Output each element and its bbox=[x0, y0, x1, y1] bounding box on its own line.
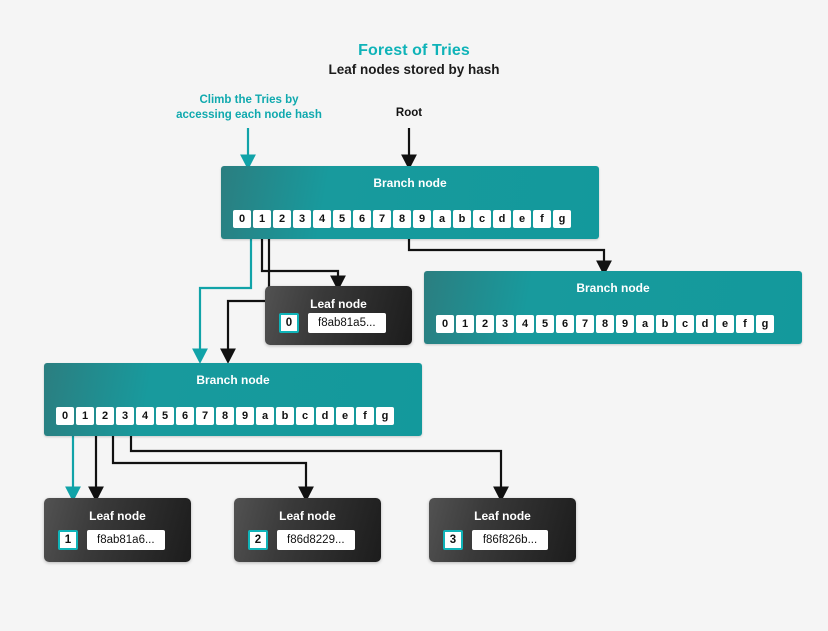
leaf-node-label: Leaf node bbox=[474, 509, 531, 523]
leaf-index-box[interactable]: 2 bbox=[248, 530, 268, 550]
branch-cell[interactable]: 7 bbox=[196, 407, 214, 425]
branch-cells-left: 0 1 2 3 4 5 6 7 8 9 a b c d e f g bbox=[56, 407, 394, 425]
page-title: Forest of Tries bbox=[358, 42, 470, 59]
branch-cell[interactable]: c bbox=[676, 315, 694, 333]
branch-cell[interactable]: g bbox=[376, 407, 394, 425]
leaf-node-row: 1 f8ab81a6... bbox=[58, 530, 165, 550]
leaf-node-1[interactable]: Leaf node 1 f8ab81a6... bbox=[44, 498, 191, 562]
branch-cell[interactable]: g bbox=[756, 315, 774, 333]
branch-cell[interactable]: 5 bbox=[536, 315, 554, 333]
leaf-node-2[interactable]: Leaf node 2 f86d8229... bbox=[234, 498, 381, 562]
branch-cell[interactable]: 9 bbox=[413, 210, 431, 228]
branch-cell[interactable]: b bbox=[453, 210, 471, 228]
branch-cell[interactable]: 3 bbox=[116, 407, 134, 425]
branch-cell[interactable]: 1 bbox=[76, 407, 94, 425]
branch-cell[interactable]: 2 bbox=[96, 407, 114, 425]
leaf-node-label: Leaf node bbox=[310, 297, 367, 311]
branch-cell[interactable]: 9 bbox=[236, 407, 254, 425]
branch-cell[interactable]: a bbox=[433, 210, 451, 228]
branch-cell[interactable]: c bbox=[473, 210, 491, 228]
leaf-hash-value[interactable]: f8ab81a6... bbox=[87, 530, 165, 550]
branch-cell[interactable]: 2 bbox=[476, 315, 494, 333]
wire-root1-to-left-branch bbox=[220, 224, 271, 364]
branch-cell[interactable]: 0 bbox=[233, 210, 251, 228]
leaf-node-row: 2 f86d8229... bbox=[248, 530, 355, 550]
branch-cell[interactable]: 0 bbox=[436, 315, 454, 333]
annotation-climb-the-tries: Climb the Tries by accessing each node h… bbox=[176, 94, 322, 121]
branch-node-right[interactable]: Branch node 0 1 2 3 4 5 6 7 8 9 a b c d … bbox=[424, 271, 802, 344]
branch-cell[interactable]: 6 bbox=[176, 407, 194, 425]
leaf-node-row: 3 f86f826b... bbox=[443, 530, 548, 550]
branch-node-label: Branch node bbox=[373, 176, 447, 190]
branch-node-root[interactable]: Branch node 0 1 2 3 4 5 6 7 8 9 a b c d … bbox=[221, 166, 599, 239]
leaf-index-box[interactable]: 0 bbox=[279, 313, 299, 333]
branch-cell[interactable]: 8 bbox=[596, 315, 614, 333]
leaf-hash-value[interactable]: f86f826b... bbox=[472, 530, 548, 550]
branch-cell[interactable]: d bbox=[316, 407, 334, 425]
wire-root0-to-left-branch bbox=[192, 224, 253, 364]
leaf-index-box[interactable]: 3 bbox=[443, 530, 463, 550]
branch-cell[interactable]: g bbox=[553, 210, 571, 228]
branch-cell[interactable]: 4 bbox=[136, 407, 154, 425]
branch-cell[interactable]: 7 bbox=[576, 315, 594, 333]
branch-cell[interactable]: 1 bbox=[456, 315, 474, 333]
branch-cell[interactable]: d bbox=[493, 210, 511, 228]
leaf-node-0[interactable]: Leaf node 0 f8ab81a5... bbox=[265, 286, 412, 345]
branch-cell[interactable]: b bbox=[656, 315, 674, 333]
branch-cell[interactable]: f bbox=[736, 315, 754, 333]
leaf-hash-value[interactable]: f86d8229... bbox=[277, 530, 355, 550]
branch-node-label: Branch node bbox=[576, 281, 650, 295]
leaf-hash-value[interactable]: f8ab81a5... bbox=[308, 313, 386, 333]
leaf-node-row: 0 f8ab81a5... bbox=[279, 313, 386, 333]
branch-cell[interactable]: 5 bbox=[333, 210, 351, 228]
branch-cell[interactable]: 3 bbox=[293, 210, 311, 228]
branch-cell[interactable]: 4 bbox=[313, 210, 331, 228]
branch-cell[interactable]: 6 bbox=[556, 315, 574, 333]
branch-node-label: Branch node bbox=[196, 373, 270, 387]
branch-cells-right: 0 1 2 3 4 5 6 7 8 9 a b c d e f g bbox=[436, 315, 774, 333]
branch-cell[interactable]: a bbox=[256, 407, 274, 425]
branch-cell[interactable]: 9 bbox=[616, 315, 634, 333]
branch-cell[interactable]: d bbox=[696, 315, 714, 333]
branch-cell[interactable]: 8 bbox=[216, 407, 234, 425]
leaf-node-3[interactable]: Leaf node 3 f86f826b... bbox=[429, 498, 576, 562]
branch-cell[interactable]: 5 bbox=[156, 407, 174, 425]
page-subtitle: Leaf nodes stored by hash bbox=[328, 62, 500, 77]
branch-cell[interactable]: e bbox=[336, 407, 354, 425]
branch-cell[interactable]: f bbox=[533, 210, 551, 228]
branch-cell[interactable]: 6 bbox=[353, 210, 371, 228]
branch-cell[interactable]: 4 bbox=[516, 315, 534, 333]
branch-cell[interactable]: e bbox=[716, 315, 734, 333]
leaf-node-label: Leaf node bbox=[279, 509, 336, 523]
branch-cells-root: 0 1 2 3 4 5 6 7 8 9 a b c d e f g bbox=[233, 210, 571, 228]
branch-cell[interactable]: 7 bbox=[373, 210, 391, 228]
branch-cell[interactable]: a bbox=[636, 315, 654, 333]
branch-cell[interactable]: e bbox=[513, 210, 531, 228]
branch-cell[interactable]: 0 bbox=[56, 407, 74, 425]
annotation-root: Root bbox=[395, 107, 423, 119]
branch-cell[interactable]: f bbox=[356, 407, 374, 425]
branch-cell[interactable]: 8 bbox=[393, 210, 411, 228]
branch-cell[interactable]: b bbox=[276, 407, 294, 425]
leaf-node-label: Leaf node bbox=[89, 509, 146, 523]
branch-cell[interactable]: c bbox=[296, 407, 314, 425]
branch-cell[interactable]: 2 bbox=[273, 210, 291, 228]
branch-node-left[interactable]: Branch node 0 1 2 3 4 5 6 7 8 9 a b c d … bbox=[44, 363, 422, 436]
leaf-index-box[interactable]: 1 bbox=[58, 530, 78, 550]
branch-cell[interactable]: 3 bbox=[496, 315, 514, 333]
branch-cell[interactable]: 1 bbox=[253, 210, 271, 228]
